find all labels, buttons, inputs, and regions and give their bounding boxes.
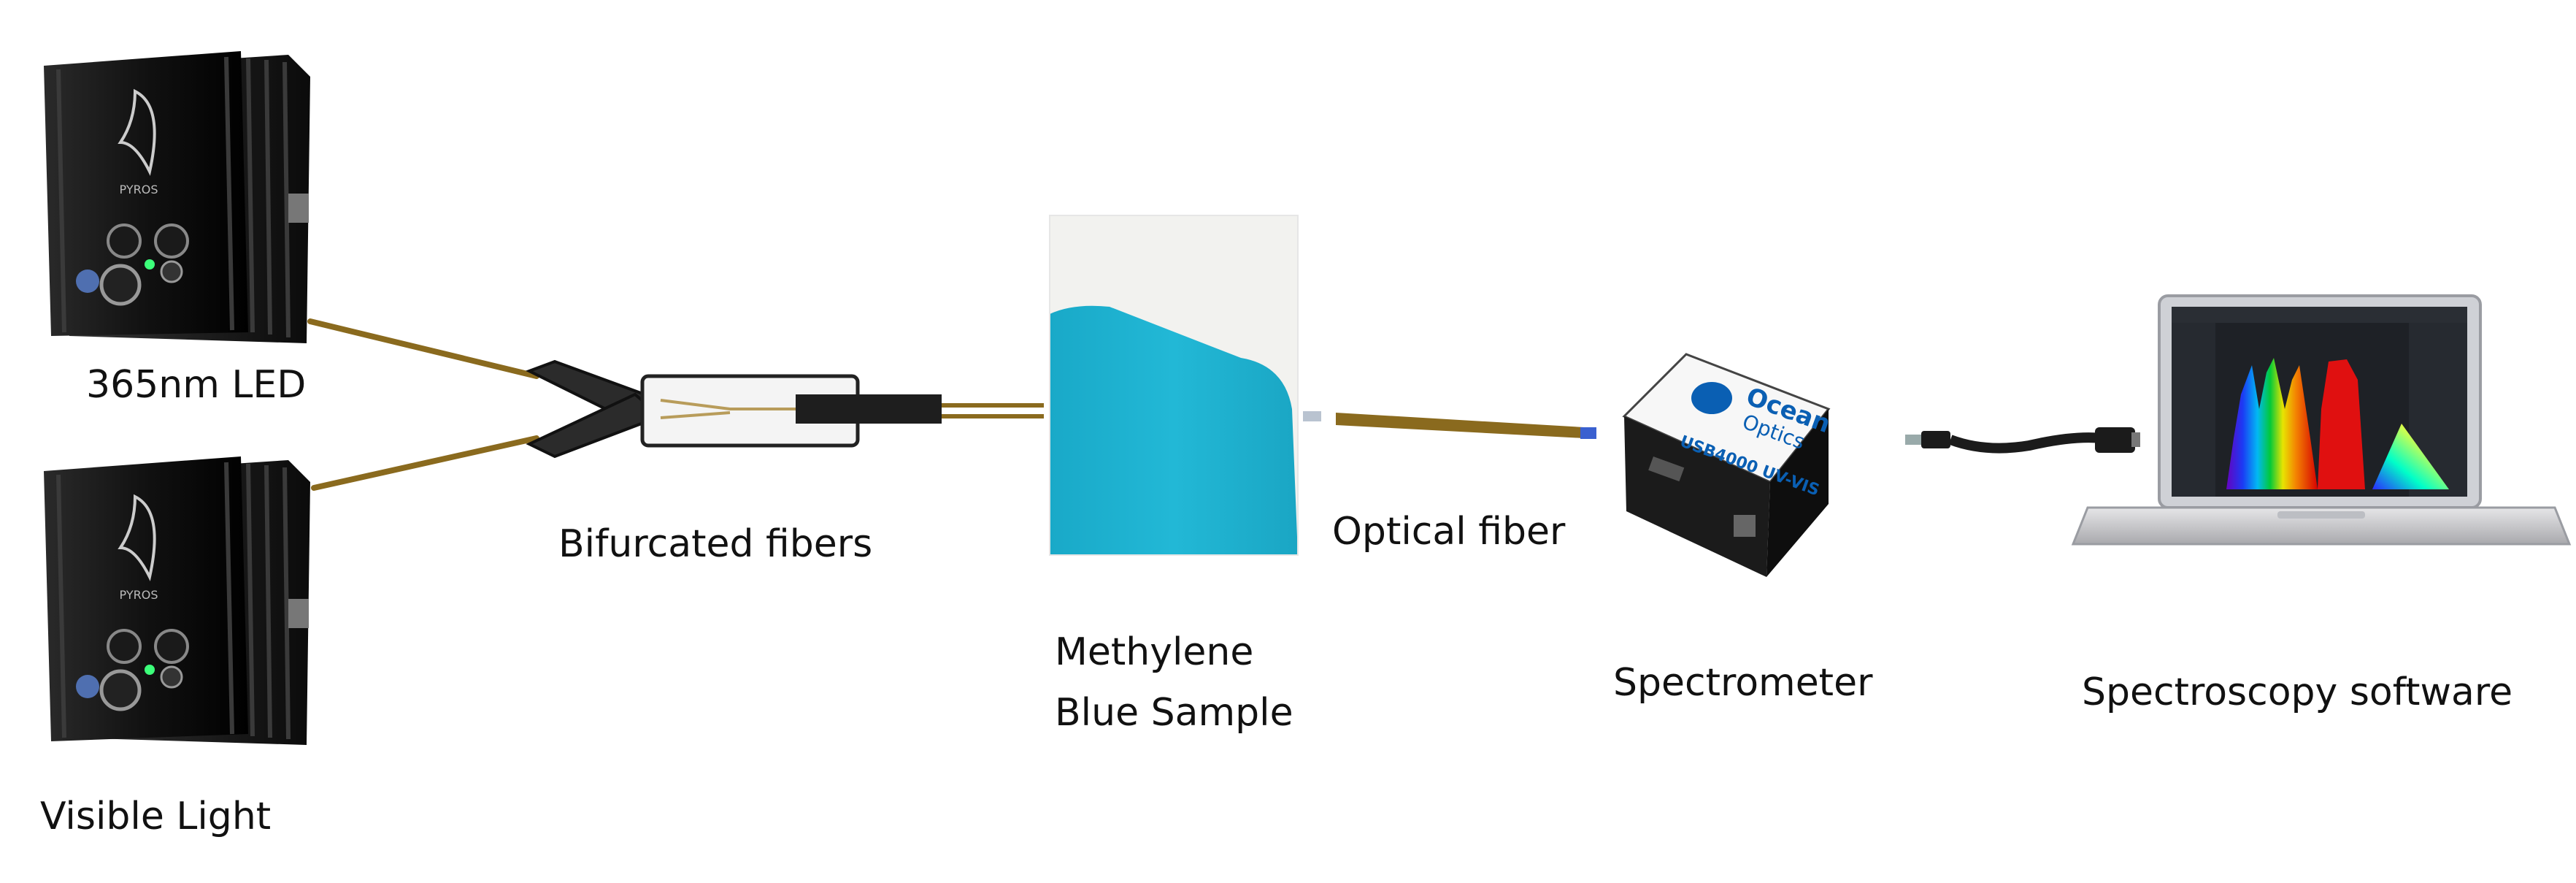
methylene-blue-sample xyxy=(1049,215,1299,556)
usb-cable xyxy=(1905,427,2140,454)
led-label: 365nm LED xyxy=(86,363,307,407)
spectrometer-label: Spectrometer xyxy=(1613,661,1873,705)
sample-label-line2: Blue Sample xyxy=(1055,691,1293,735)
spectroscopy-software-label: Spectroscopy software xyxy=(2082,670,2513,714)
visible-light-label: Visible Light xyxy=(40,795,272,838)
spectrometer: Ocean Optics USB4000 UV-VIS xyxy=(1622,353,1834,577)
bifurcated-fibers-label: Bifurcated fibers xyxy=(558,522,873,566)
source-fibers xyxy=(307,318,539,491)
visible-brand-text: PYROS xyxy=(120,588,158,602)
laptop xyxy=(2071,294,2572,546)
sample-label-line1: Methylene xyxy=(1055,630,1254,674)
bifurcated-fiber-assembly xyxy=(525,359,1044,459)
optical-fiber-label: Optical fiber xyxy=(1332,510,1566,554)
visible-light-source: PYROS xyxy=(44,456,310,745)
optical-fiber xyxy=(1303,411,1596,439)
led-brand-text: PYROS xyxy=(120,183,158,196)
led-light-source: PYROS xyxy=(44,51,310,343)
